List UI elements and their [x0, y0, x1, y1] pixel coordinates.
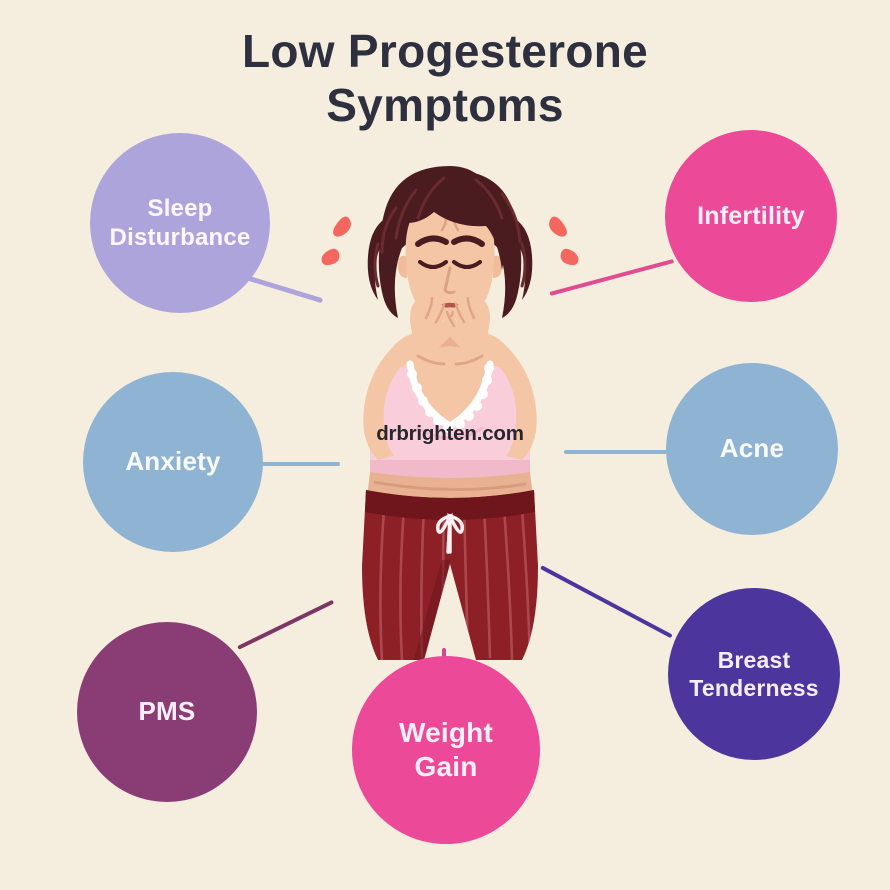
eyebrow-left [415, 235, 449, 247]
symptom-bubble-infertility[interactable]: Infertility [665, 130, 837, 302]
arm-left [363, 295, 457, 460]
nose [443, 266, 456, 295]
shorts [362, 490, 538, 660]
drawstring-bow [436, 513, 464, 554]
eyebrow-right [451, 235, 485, 247]
hair-strands [373, 176, 527, 288]
symptom-bubble-anxiety[interactable]: Anxiety [83, 372, 263, 552]
page-title-line-1: Low Progesterone [241, 25, 649, 77]
symptom-bubble-acne[interactable]: Acne [666, 363, 838, 535]
symptom-bubble-pms[interactable]: PMS [77, 622, 257, 802]
symptom-label-breast-tenderness: Breast Tenderness [689, 646, 819, 701]
pain-mark-left-icon [321, 216, 351, 266]
symptom-label-sleep-disturbance: Sleep Disturbance [109, 194, 251, 251]
camisole-top [370, 360, 530, 479]
hand-left [410, 295, 457, 356]
connector-line-acne [564, 450, 668, 454]
arm-right [443, 295, 537, 460]
eye-left-closed [418, 260, 448, 269]
page-title: Low Progesterone Symptoms [0, 24, 890, 133]
woman-with-headache-illustration: drbrighten.com [300, 160, 600, 670]
eye-right-closed [452, 260, 482, 269]
illustration-svg [321, 166, 579, 660]
connector-line-anxiety [258, 462, 340, 466]
symptom-label-pms: PMS [138, 696, 196, 727]
symptom-bubble-breast-tenderness[interactable]: Breast Tenderness [668, 588, 840, 760]
watermark-text: drbrighten.com [376, 422, 524, 445]
pain-mark-right-icon [549, 216, 579, 266]
symptom-label-weight-gain: Weight Gain [398, 716, 493, 782]
hand-right [443, 295, 490, 356]
symptom-bubble-sleep-disturbance[interactable]: Sleep Disturbance [90, 133, 270, 313]
page-title-line-2: Symptoms [326, 79, 564, 132]
symptom-label-infertility: Infertility [697, 201, 805, 230]
face [405, 196, 495, 320]
symptom-label-acne: Acne [719, 433, 785, 464]
symptom-bubble-weight-gain[interactable]: Weight Gain [352, 656, 540, 844]
symptom-label-anxiety: Anxiety [125, 446, 221, 477]
